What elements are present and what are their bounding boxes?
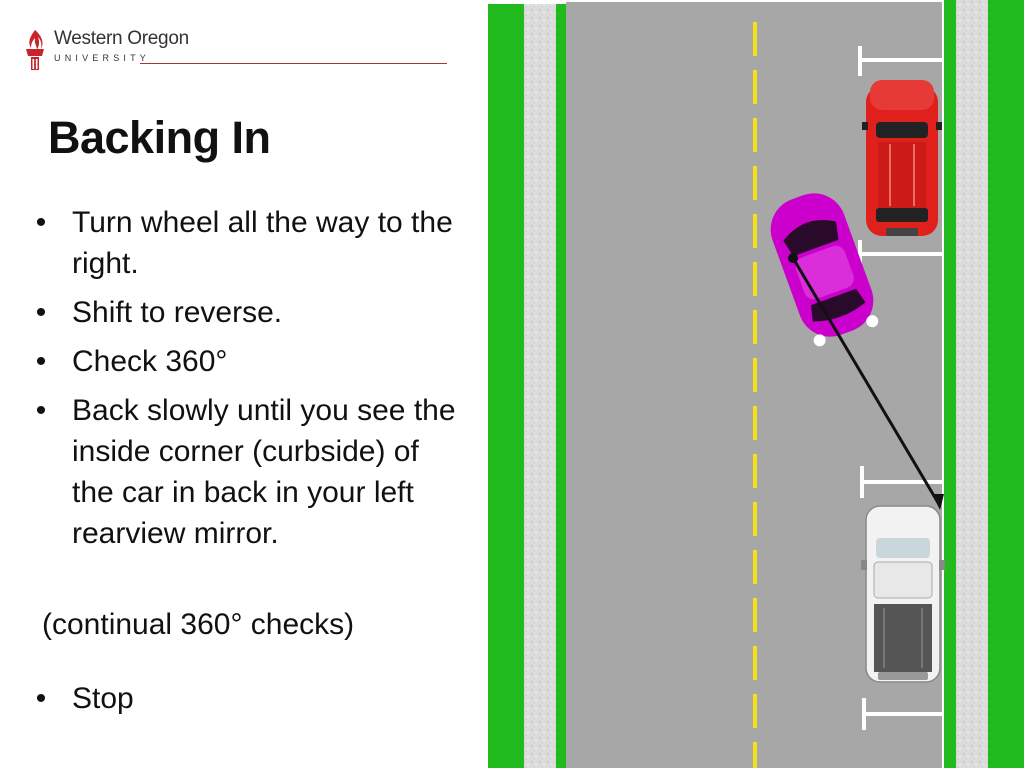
list-item-text: Check 360° — [72, 345, 228, 378]
white-truck — [861, 505, 945, 683]
list-item: • Shift to reverse. — [26, 292, 456, 333]
parking-diagram — [482, 0, 1024, 768]
bullet-dot: • — [35, 682, 47, 715]
list-item: • Check 360° — [26, 341, 456, 382]
list-item-text: Shift to reverse. — [72, 296, 283, 329]
list-item: • Stop — [26, 678, 456, 719]
slide-title: Backing In — [48, 112, 271, 163]
list-item: • Back slowly until you see the inside c… — [26, 390, 456, 554]
left-grass-strip — [488, 4, 524, 768]
list-item-text: Turn wheel all the way to the right. — [72, 206, 453, 280]
logo-name: Western Oregon — [54, 28, 189, 49]
list-item: • Turn wheel all the way to the right. — [26, 202, 456, 284]
left-sidewalk — [524, 4, 556, 768]
bullet-dot: • — [35, 296, 47, 329]
parking-markers — [858, 46, 942, 730]
header-divider — [140, 63, 447, 64]
right-sidewalk — [956, 0, 988, 768]
sight-line-arrowhead — [932, 494, 944, 510]
red-car — [862, 80, 942, 236]
logo-subtitle: UNIVERSITY — [54, 53, 151, 63]
sight-line — [791, 257, 942, 507]
bullet-dot: • — [35, 206, 47, 239]
right-curb — [944, 0, 956, 768]
university-logo: Western Oregon UNIVERSITY — [22, 28, 189, 72]
note-text: (continual 360° checks) — [42, 608, 355, 641]
torch-flame-icon — [26, 30, 44, 70]
right-grass-strip — [988, 0, 1024, 768]
list-item-text: Back slowly until you see the inside cor… — [72, 394, 456, 550]
left-curb — [556, 4, 566, 768]
final-step-list: • Stop — [26, 678, 456, 727]
bullet-dot: • — [35, 345, 47, 378]
list-item-text: Stop — [72, 682, 134, 715]
instruction-list: • Turn wheel all the way to the right. •… — [26, 202, 456, 562]
bullet-dot: • — [35, 394, 47, 427]
